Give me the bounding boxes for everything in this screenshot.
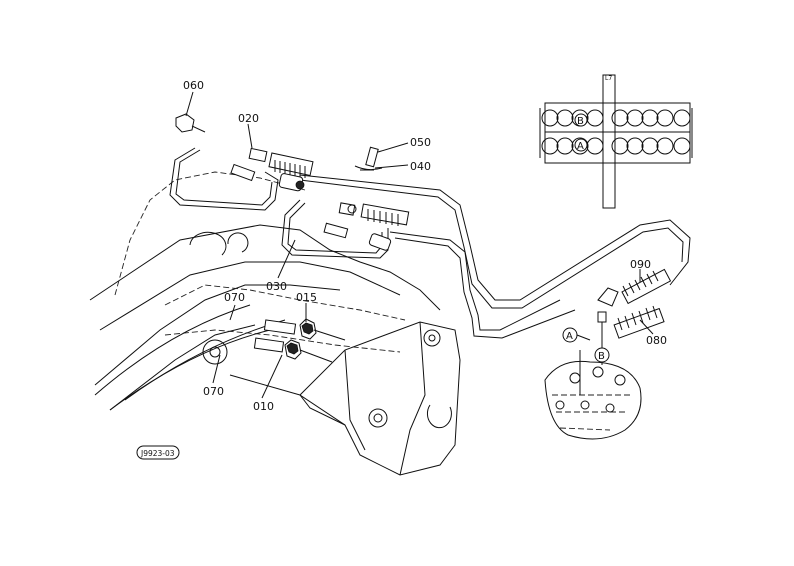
label-060: 060 xyxy=(183,79,204,92)
label-080: 080 xyxy=(646,334,667,347)
hose-route xyxy=(169,147,691,339)
port-a-label-valve: A xyxy=(566,331,573,342)
bolt-060 xyxy=(175,113,206,133)
port-b-marker-top xyxy=(574,113,588,127)
lower-fitting-015 xyxy=(263,318,346,341)
valve-spool-row-top xyxy=(541,109,691,127)
port-b-label-top: B xyxy=(577,116,584,127)
port-a-label-top: A xyxy=(577,141,584,152)
upper-hose-fitting xyxy=(230,147,314,192)
label-050: 050 xyxy=(410,136,431,149)
label-040: 040 xyxy=(410,160,431,173)
control-bar xyxy=(602,74,616,209)
part-labels: 060 020 050 040 030 070 015 070 010 090 … xyxy=(183,79,667,413)
figure-code-label: J9923-03 xyxy=(140,449,175,458)
valve-port-callouts: A B xyxy=(562,327,610,363)
port-b-label-valve: B xyxy=(598,351,605,362)
boom-assembly xyxy=(89,171,461,476)
label-015: 015 xyxy=(296,291,317,304)
label-020: 020 xyxy=(238,112,259,125)
figure-code-badge: J9923-03 xyxy=(136,445,180,460)
bar-mark-label: L7 xyxy=(605,75,612,82)
valve-spool-row-bottom xyxy=(541,137,691,155)
leader-lines xyxy=(185,91,654,399)
clamp-050-040 xyxy=(354,146,383,171)
label-030: 030 xyxy=(266,280,287,293)
valve-block-detail: L7 B A xyxy=(539,74,693,209)
hose-080 xyxy=(613,305,665,339)
label-010: 010 xyxy=(253,400,274,413)
lower-fitting-010 xyxy=(253,337,333,363)
label-070-upper: 070 xyxy=(224,291,245,304)
label-090: 090 xyxy=(630,258,651,271)
hose-090 xyxy=(597,268,672,307)
label-070-lower: 070 xyxy=(203,385,224,398)
middle-hose-fitting xyxy=(323,202,410,251)
port-b-marker-valve xyxy=(594,347,610,363)
port-a-marker-top xyxy=(574,138,588,152)
